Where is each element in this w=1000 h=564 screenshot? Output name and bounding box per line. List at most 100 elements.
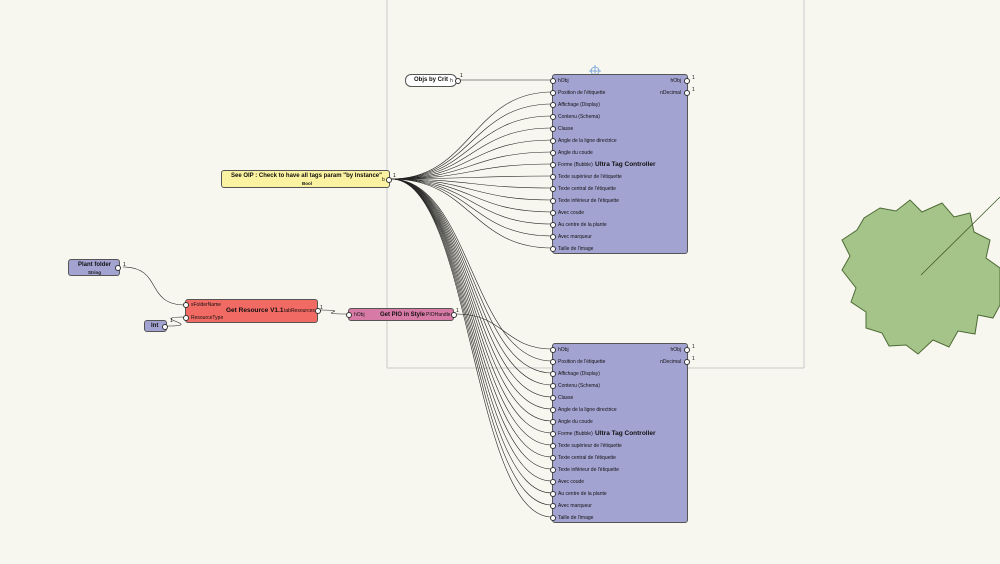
controller-input-label: Au centre de la plante <box>558 491 607 497</box>
controller-output-port[interactable] <box>684 359 690 365</box>
see-oip-output-port[interactable] <box>386 177 392 183</box>
controller-input-port[interactable] <box>550 371 556 377</box>
controller-input-label: Texte supérieur de l'étiquette <box>558 174 622 180</box>
wire-pio-to-controller <box>456 313 553 350</box>
controller-input-port[interactable] <box>550 174 556 180</box>
controller-input-port[interactable] <box>550 503 556 509</box>
controller-input-port[interactable] <box>550 138 556 144</box>
wire-bool-to-controller-input <box>390 178 553 249</box>
wire-bool-to-controller-input <box>390 163 553 180</box>
controller-output-label: hObj <box>670 347 681 353</box>
controller-input-port[interactable] <box>550 407 556 413</box>
controller-input-port[interactable] <box>550 198 556 204</box>
controller-input-port[interactable] <box>550 210 556 216</box>
get-pio-title: Get PIO in Style <box>380 312 426 318</box>
controller-input-port[interactable] <box>550 455 556 461</box>
wire-bool-to-controller-input <box>390 91 553 180</box>
wire-bool-to-controller-input <box>390 178 553 237</box>
controller-output-port[interactable] <box>684 90 690 96</box>
controller-input-port[interactable] <box>550 491 556 497</box>
get-resource-input-port-0[interactable] <box>183 302 189 308</box>
controller-out-count: 1 <box>692 75 695 81</box>
see-oip-bool-node[interactable]: See OIP : Check to have all tags param "… <box>221 170 392 188</box>
controller-input-label: Forme (Bubble) <box>558 162 593 168</box>
wire-bool-to-controller-input <box>390 178 553 362</box>
wire-bool-to-controller-input <box>390 178 553 470</box>
controller-out-count: 1 <box>692 87 695 93</box>
int-out-count: 1 <box>170 318 173 324</box>
plant-leader-line <box>920 196 1000 276</box>
get-pio-output-port[interactable] <box>451 312 457 318</box>
controller-input-label: Contenu (Schema) <box>558 114 600 120</box>
objs-by-crit-out-label: h <box>450 78 453 84</box>
see-oip-title: See OIP : Check to have all tags param "… <box>231 173 382 179</box>
get-pio-input-port[interactable] <box>346 312 352 318</box>
get-resource-input-port-1[interactable] <box>183 315 189 321</box>
objs-by-crit-output-port[interactable] <box>455 78 461 84</box>
wire-int-to-resource <box>166 316 186 327</box>
objs-by-crit-node[interactable]: Objs by Crit h <box>405 74 461 87</box>
plant-folder-string-node[interactable]: Plant folder String <box>68 259 121 276</box>
controller-input-port[interactable] <box>550 162 556 168</box>
controller-input-label: Texte inférieur de l'étiquette <box>558 467 619 473</box>
controller-input-label: Affichage (Display) <box>558 102 600 108</box>
controller-input-port[interactable] <box>550 443 556 449</box>
wire-bool-to-controller-input <box>390 178 553 201</box>
get-resource-input-label-0: sFolderName <box>191 302 222 308</box>
controller-input-port[interactable] <box>550 467 556 473</box>
controller-input-label: Avec marqueur <box>558 503 592 509</box>
wire-bool-to-controller-input <box>390 178 553 518</box>
int-node[interactable]: Int <box>144 320 168 332</box>
wire-bool-to-controller-input <box>390 178 553 213</box>
controller-input-port[interactable] <box>550 114 556 120</box>
controller-input-label: Au centre de la plante <box>558 222 607 228</box>
controller-input-label: hObj <box>558 78 569 84</box>
controller-input-port[interactable] <box>550 102 556 108</box>
objs-by-crit-title: Objs by Crit <box>414 77 449 83</box>
controller-input-port[interactable] <box>550 222 556 228</box>
wire-bool-to-controller-input <box>390 139 553 180</box>
controller-input-port[interactable] <box>550 431 556 437</box>
plant-folder-type: String <box>88 270 101 275</box>
controller-input-port[interactable] <box>550 90 556 96</box>
controller-input-port[interactable] <box>550 150 556 156</box>
wire-bool-to-controller-input <box>390 115 553 180</box>
controller-input-port[interactable] <box>550 479 556 485</box>
controller-input-label: Taille de l'image <box>558 246 594 252</box>
controller-input-port[interactable] <box>550 78 556 84</box>
int-output-port[interactable] <box>162 324 168 330</box>
controller-input-port[interactable] <box>550 234 556 240</box>
wire-bool-to-controller-input <box>390 178 553 386</box>
get-resource-output-port[interactable] <box>315 308 321 314</box>
controller-input-label: Classe <box>558 395 574 401</box>
controller-input-port[interactable] <box>550 383 556 389</box>
get-pio-in-style-node[interactable]: hObj Get PIO in Style PIOHandle <box>346 308 457 321</box>
wire-bool-to-controller-input <box>390 127 553 180</box>
see-oip-out-label: b <box>382 177 385 183</box>
controller-input-label: Position de l'étiquette <box>558 90 606 96</box>
plant-folder-output-port[interactable] <box>115 265 121 271</box>
wire-folder-to-resource <box>122 266 186 306</box>
wire-bool-to-controller-input <box>390 178 553 506</box>
wire-bool-to-controller-input <box>390 151 553 180</box>
controller-input-port[interactable] <box>550 126 556 132</box>
see-oip-out-count: 1 <box>393 173 396 179</box>
controller-input-port[interactable] <box>550 359 556 365</box>
controller-output-port[interactable] <box>684 347 690 353</box>
controller-input-port[interactable] <box>550 395 556 401</box>
controller-input-port[interactable] <box>550 246 556 252</box>
controller-input-label: Avec marqueur <box>558 234 592 240</box>
get-pio-output-label: PIOHandle <box>426 312 451 318</box>
get-resource-node[interactable]: sFolderName ResourceType Get Resource V1… <box>183 299 321 323</box>
controller-input-port[interactable] <box>550 515 556 521</box>
controller-input-port[interactable] <box>550 186 556 192</box>
controller-output-port[interactable] <box>684 78 690 84</box>
controller-input-port[interactable] <box>550 347 556 353</box>
wire-bool-to-controller-input <box>390 178 553 225</box>
controller-input-port[interactable] <box>550 419 556 425</box>
controller-input-label: Texte central de l'étiquette <box>558 186 616 192</box>
